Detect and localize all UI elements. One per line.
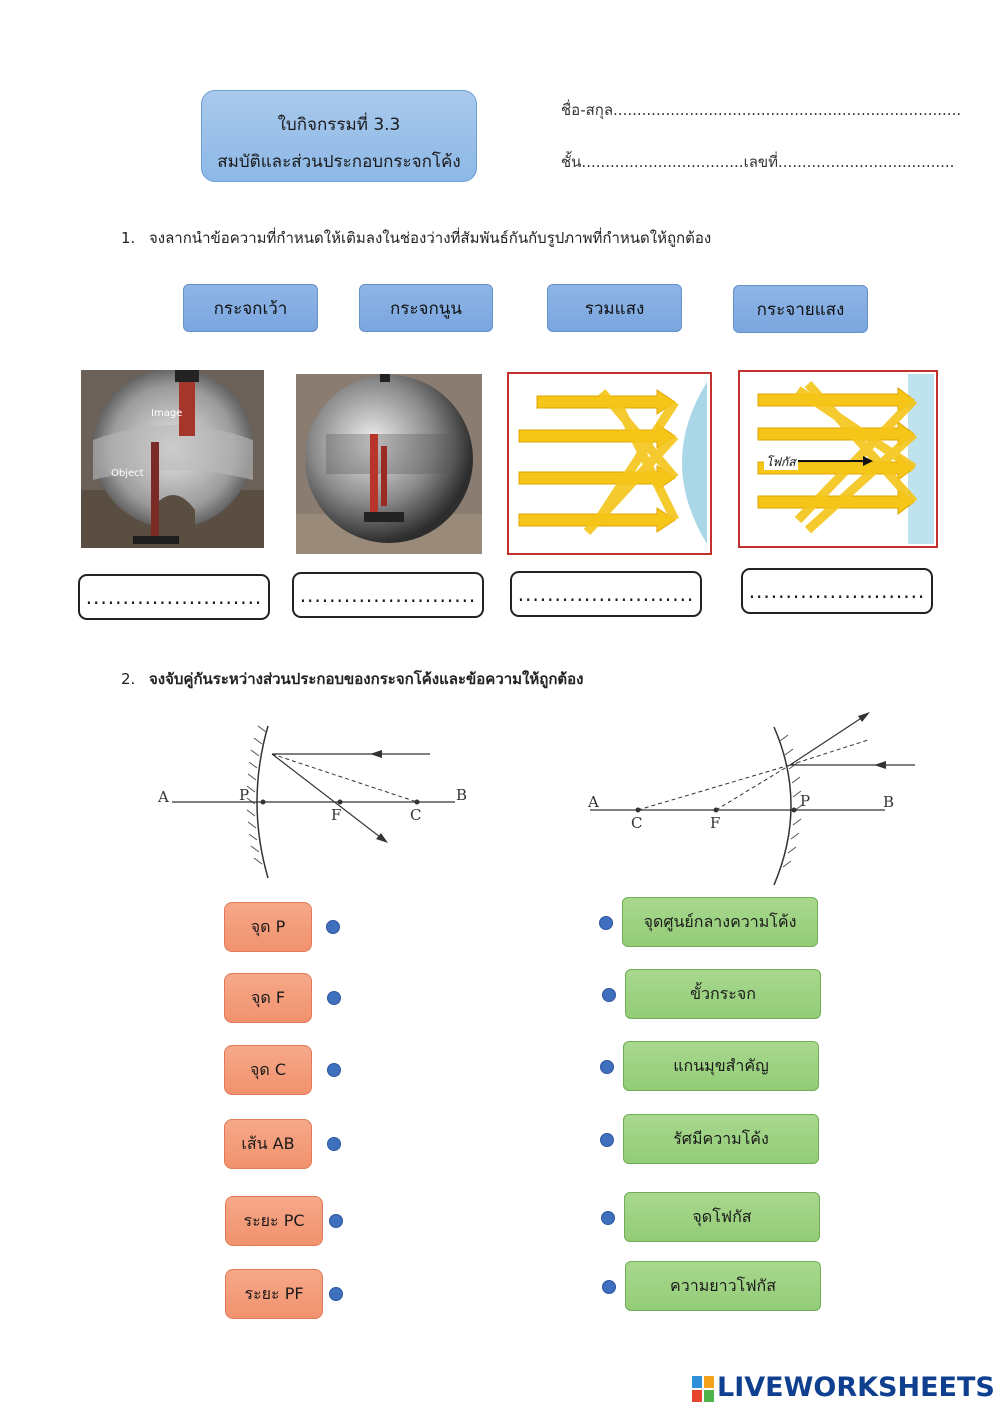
match-dot-right-5[interactable] [601, 1211, 615, 1225]
match-right-focal-point[interactable]: จุดโฟกัส [624, 1192, 820, 1242]
word-chip-convex[interactable]: กระจกนูน [359, 284, 493, 332]
diverging-rays-diagram: โฟกัส [738, 370, 938, 548]
converging-rays-diagram [507, 372, 712, 555]
title-box: ใบกิจกรรมที่ 3.3 สมบัติและส่วนประกอบกระจ… [201, 90, 477, 182]
question-2-text: จงจับคู่กันระหว่างส่วนประกอบของกระจกโค้ง… [149, 670, 584, 688]
convex-mirror-diagram: A C F P B [587, 712, 915, 886]
label-p-right: P [800, 792, 810, 810]
concave-mirror-photo: Image Object [81, 370, 264, 548]
answer-box-2[interactable]: ........................ [292, 572, 484, 618]
match-dot-left-1[interactable] [326, 920, 340, 934]
answer-box-1[interactable]: ........................ [78, 574, 270, 620]
match-dot-left-6[interactable] [329, 1287, 343, 1301]
match-left-point-f[interactable]: จุด F [224, 973, 312, 1023]
match-dot-left-4[interactable] [327, 1137, 341, 1151]
question-1-text: จงลากนำข้อความที่กำหนดให้เติมลงในช่องว่า… [149, 229, 712, 247]
label-f-left: F [331, 806, 341, 824]
label-p-left: P [239, 786, 249, 804]
match-dot-left-2[interactable] [327, 991, 341, 1005]
question-2-number: 2. [121, 670, 136, 688]
class-label: ชั้น.................................. [561, 153, 744, 171]
liveworksheets-logo-mark [692, 1376, 714, 1402]
label-c-left: C [410, 806, 421, 824]
image-label: Image [151, 408, 182, 419]
answer-box-3[interactable]: ........................ [510, 571, 702, 617]
match-dot-right-1[interactable] [599, 916, 613, 930]
match-right-pole[interactable]: ขั้วกระจก [625, 969, 821, 1019]
name-field[interactable]: ชื่อ-สกุล...............................… [561, 101, 962, 119]
worksheet-number: ใบกิจกรรมที่ 3.3 [277, 115, 401, 135]
question-2: 2. จงจับคู่กันระหว่างส่วนประกอบของกระจกโค… [121, 667, 584, 691]
question-1: 1. จงลากนำข้อความที่กำหนดให้เติมลงในช่องว… [121, 226, 711, 250]
concave-mirror-diagram: A P F C B [157, 725, 467, 879]
convex-mirror-photo [296, 374, 482, 554]
match-dot-left-5[interactable] [329, 1214, 343, 1228]
match-right-center-of-curvature[interactable]: จุดศูนย์กลางความโค้ง [622, 897, 818, 947]
class-field[interactable]: ชั้น..................................เล… [561, 150, 954, 174]
label-a-right: A [587, 793, 599, 811]
match-dot-right-4[interactable] [600, 1133, 614, 1147]
match-left-distance-pc[interactable]: ระยะ PC [225, 1196, 323, 1246]
label-c-right: C [631, 814, 642, 832]
match-dot-right-2[interactable] [602, 988, 616, 1002]
match-right-focal-length[interactable]: ความยาวโฟกัส [625, 1261, 821, 1311]
label-b-right: B [883, 793, 894, 811]
match-dot-left-3[interactable] [327, 1063, 341, 1077]
match-right-principal-axis[interactable]: แกนมุขสำคัญ [623, 1041, 819, 1091]
label-f-right: F [710, 814, 720, 832]
label-a-left: A [157, 788, 169, 806]
liveworksheets-logo: LIVEWORKSHEETS [717, 1372, 995, 1403]
focus-label: โฟกัส [766, 455, 797, 469]
word-chip-converge[interactable]: รวมแสง [547, 284, 682, 332]
match-left-line-ab[interactable]: เส้น AB [224, 1119, 312, 1169]
answer-box-4[interactable]: ........................ [741, 568, 933, 614]
logo-mark-icon [692, 1376, 714, 1402]
match-left-point-p[interactable]: จุด P [224, 902, 312, 952]
match-dot-right-6[interactable] [602, 1280, 616, 1294]
object-label: Object [111, 468, 144, 479]
match-left-distance-pf[interactable]: ระยะ PF [225, 1269, 323, 1319]
number-label: เลขที่..................................… [743, 153, 955, 171]
question-1-number: 1. [121, 229, 136, 247]
match-right-radius-of-curvature[interactable]: รัศมีความโค้ง [623, 1114, 819, 1164]
label-b-left: B [456, 786, 467, 804]
word-chip-concave[interactable]: กระจกเว้า [183, 284, 318, 332]
worksheet-title: สมบัติและส่วนประกอบกระจกโค้ง [217, 152, 461, 172]
match-left-point-c[interactable]: จุด C [224, 1045, 312, 1095]
word-chip-diverge[interactable]: กระจายแสง [733, 285, 868, 333]
match-dot-right-3[interactable] [600, 1060, 614, 1074]
